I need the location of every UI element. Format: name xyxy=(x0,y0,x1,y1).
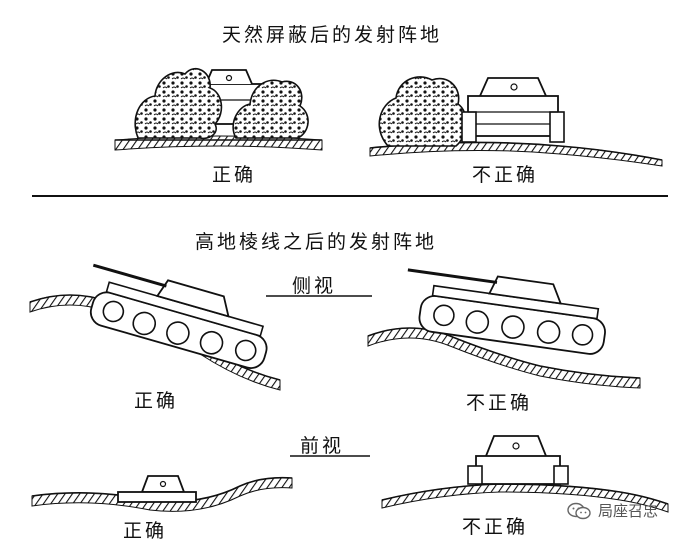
natural-cover-incorrect-label: 不正确 xyxy=(472,164,539,186)
front-correct-label: 正确 xyxy=(123,520,168,542)
natural-cover-correct-label: 正确 xyxy=(212,164,257,186)
front-incorrect-label: 不正确 xyxy=(462,516,529,538)
bush-single xyxy=(378,76,467,147)
side-incorrect-label: 不正确 xyxy=(466,392,533,414)
tank-side-hull-down xyxy=(89,263,268,369)
front-view-label: 前视 xyxy=(300,435,345,457)
bush-right xyxy=(232,79,309,139)
ridgeline-title: 高地棱线之后的发射阵地 xyxy=(195,231,438,253)
wechat-icon xyxy=(567,502,591,519)
tank-exposed xyxy=(461,77,565,143)
side-correct-figure xyxy=(29,263,281,391)
side-incorrect-figure xyxy=(367,268,641,389)
natural-cover-correct-figure xyxy=(114,68,323,151)
front-incorrect-figure xyxy=(381,435,669,513)
bush-left xyxy=(134,68,223,140)
side-correct-label: 正确 xyxy=(134,390,179,412)
front-correct-figure xyxy=(31,475,293,512)
natural-cover-title: 天然屏蔽后的发射阵地 xyxy=(222,24,443,46)
side-view-label: 侧视 xyxy=(292,275,337,297)
tank-front-exposed xyxy=(467,435,569,485)
tank-front-hull-down xyxy=(117,475,197,503)
watermark-text: 局座召忠 xyxy=(598,502,659,520)
tank-side-exposed xyxy=(407,268,606,355)
natural-cover-incorrect-figure xyxy=(369,76,663,167)
watermark: 局座召忠 xyxy=(566,500,658,521)
